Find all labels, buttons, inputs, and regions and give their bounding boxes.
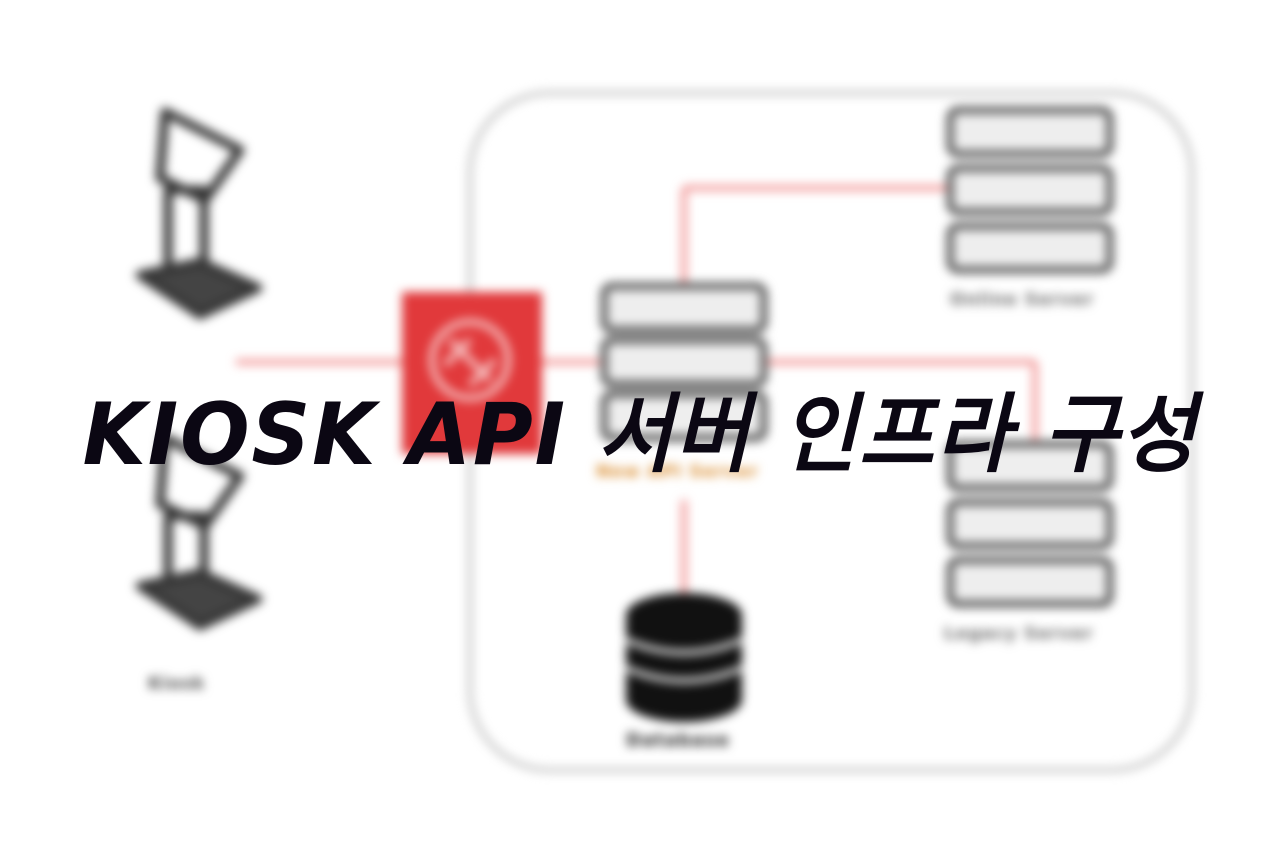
server-rack-icon [946, 106, 1114, 274]
database-icon [625, 593, 743, 722]
kiosk-label: Kiosk [148, 674, 206, 694]
kiosk-icon [135, 433, 263, 631]
server-rack-icon [600, 282, 768, 442]
server-rack-icon [946, 440, 1114, 608]
online-server-label: Online Server [950, 290, 1094, 310]
connector-lines [236, 185, 1038, 598]
kiosk-icon [135, 107, 263, 320]
gateway-icon [402, 292, 542, 454]
database-label: Database [626, 730, 730, 751]
api-server-label: New API Server [596, 462, 759, 482]
legacy-server-label: Legacy Server [944, 624, 1094, 644]
overlay-title: KIOSK API 서버 인프라 구성 [82, 385, 1198, 485]
